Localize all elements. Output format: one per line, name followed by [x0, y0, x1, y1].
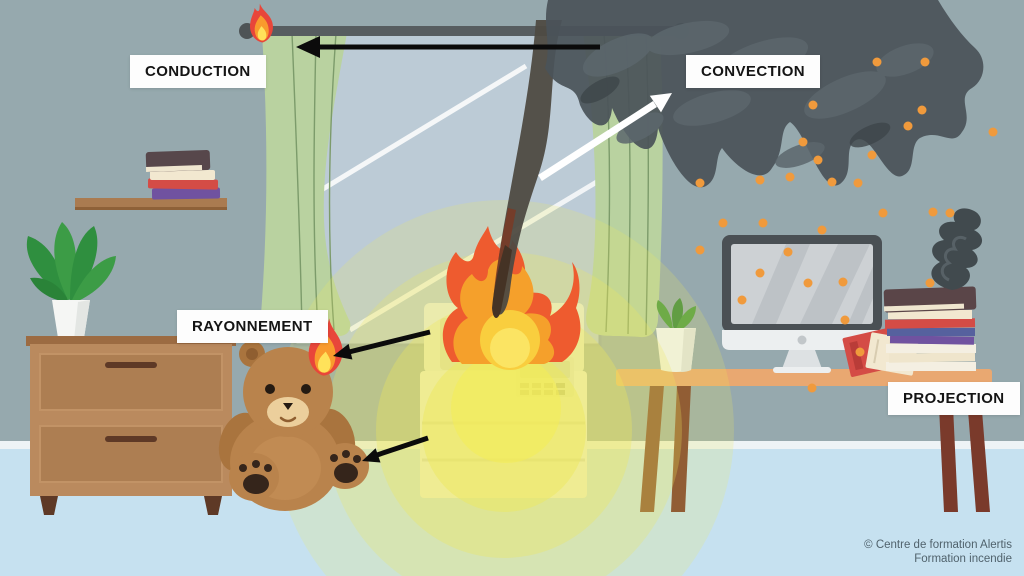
conduction-arrow: [296, 36, 600, 58]
copyright-line1: © Centre de formation Alertis: [864, 539, 1012, 551]
rayonnement-arrow-head: [333, 329, 431, 360]
dresser-drawer-bottom: [39, 425, 223, 483]
curtain-left: [260, 32, 351, 337]
label-rayonnement: RAYONNEMENT: [177, 310, 328, 343]
computer-monitor: [722, 235, 882, 373]
desk: [616, 369, 992, 512]
label-conduction: CONDUCTION: [130, 55, 266, 88]
desk-leg: [671, 385, 691, 512]
label-projection: PROJECTION: [888, 382, 1020, 415]
convection-arrow: [538, 93, 672, 181]
dresser-drawer-top: [39, 353, 223, 411]
label-convection: CONVECTION: [686, 55, 821, 88]
embers: [695, 57, 998, 393]
teddy-bear: [218, 338, 369, 511]
copyright-credit: © Centre de formation Alertis Formation …: [864, 539, 1012, 566]
drawer-handle: [105, 436, 157, 442]
wall-shelf: [75, 149, 227, 210]
desk-leg: [966, 385, 990, 512]
desk-leg: [938, 385, 958, 512]
radiant-glow: [274, 200, 734, 576]
main-fire: [442, 226, 581, 370]
bear-foot-right: [321, 443, 369, 489]
desk-plant: [656, 298, 696, 372]
copyright-line2: Formation incendie: [914, 552, 1012, 565]
monitor-logo-dot: [797, 335, 807, 345]
shelf-books: [145, 149, 221, 200]
dresser-leg: [40, 496, 58, 515]
dresser: [26, 336, 236, 515]
desk-books: [842, 208, 983, 377]
bear-foot-left: [229, 453, 279, 501]
drawer-handle: [105, 362, 157, 368]
monitor-stand: [782, 350, 822, 369]
dresser-leg: [204, 496, 222, 515]
rayonnement-arrow-foot: [362, 435, 429, 463]
desk-leg: [640, 385, 664, 512]
potted-plant: [26, 222, 116, 341]
